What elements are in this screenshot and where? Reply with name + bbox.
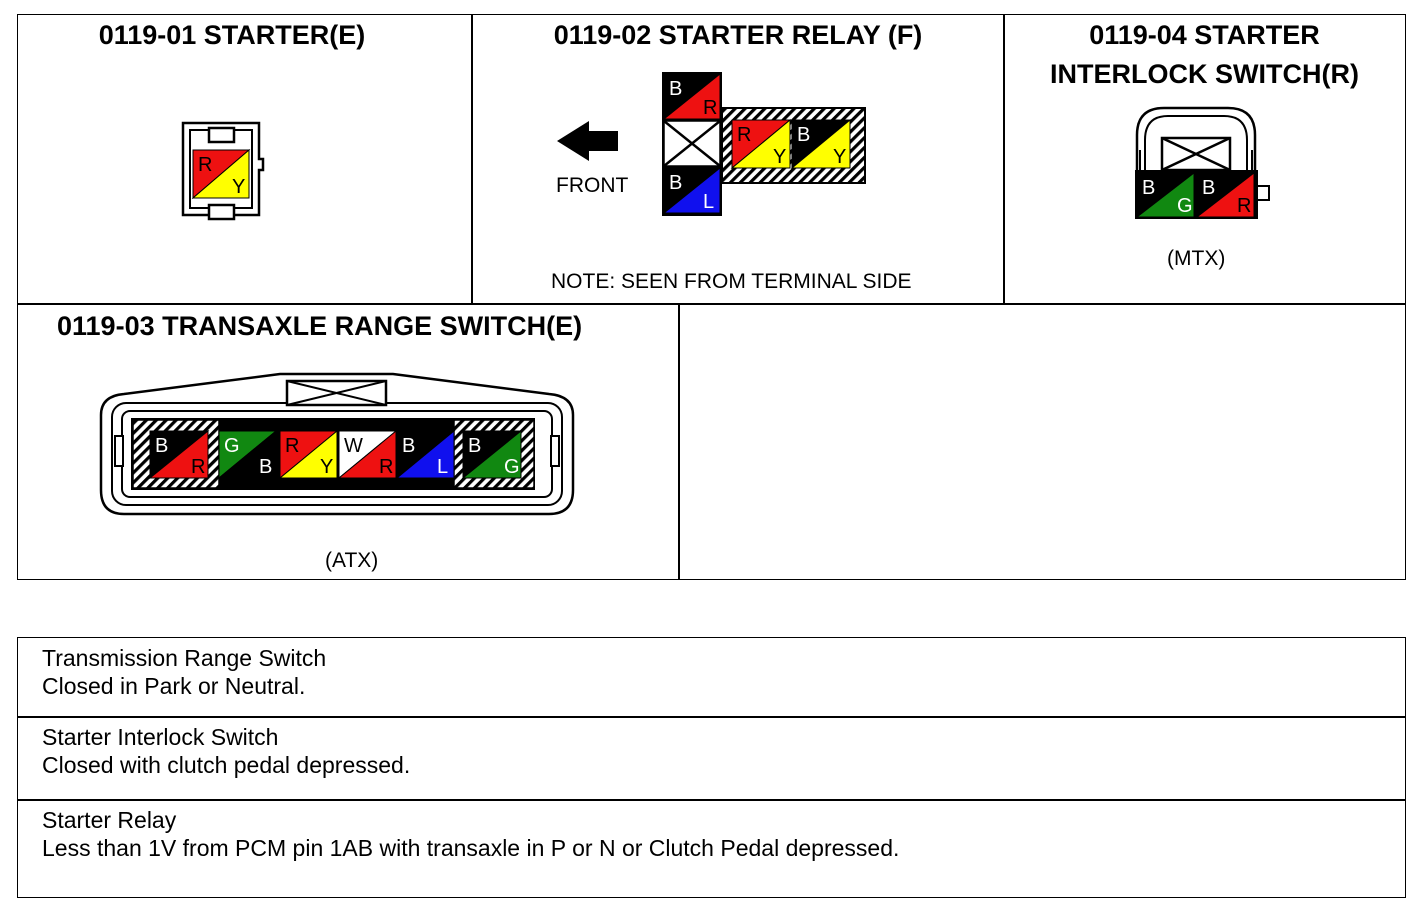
starter-connector: RY: [181, 121, 265, 221]
terminal-pin: WR: [337, 429, 398, 480]
starter-panel: [17, 14, 473, 305]
note-heading: Transmission Range Switch: [42, 645, 327, 671]
starter-title: 0119-01 STARTER(E): [98, 20, 366, 50]
interlock-side-tab: [1256, 185, 1270, 201]
pin-color-code: W: [344, 435, 363, 457]
interlock-variant-label: (MTX): [1167, 247, 1226, 270]
pin-color-code: R: [737, 124, 751, 146]
pin-color-code: G: [504, 456, 520, 478]
pin-color-code: B: [1142, 177, 1155, 199]
terminal-pin: RY: [730, 118, 792, 170]
terminal-pin: BL: [395, 429, 456, 480]
front-arrow-icon: [557, 121, 618, 161]
note-detail: Closed with clutch pedal depressed.: [42, 752, 411, 778]
pin-color-code: B: [259, 456, 272, 478]
terminal-pin: RY: [191, 148, 251, 200]
pin-color-code: R: [198, 154, 212, 176]
pin-color-code: Y: [833, 146, 846, 168]
terminal-pin: [663, 120, 721, 167]
pin-color-code: B: [669, 172, 682, 194]
interlock-title-line2: INTERLOCK SWITCH(R): [1050, 59, 1359, 89]
range-title: 0119-03 TRANSAXLE RANGE SWITCH(E): [57, 311, 583, 341]
pin-color-code: B: [797, 124, 810, 146]
note-heading: Starter Interlock Switch: [42, 724, 279, 750]
starter-latch: [207, 126, 236, 144]
pin-color-code: B: [155, 435, 168, 457]
relay-panel: [471, 14, 1005, 305]
terminal-pin: BL: [662, 166, 722, 215]
note-row-starter-relay: Starter Relay Less than 1V from PCM pin …: [17, 799, 1406, 898]
pin-color-code: B: [669, 78, 682, 100]
note-detail: Less than 1V from PCM pin 1AB with trans…: [42, 835, 900, 861]
pin-color-code: Y: [320, 456, 333, 478]
note-detail: Closed in Park or Neutral.: [42, 673, 306, 699]
terminal-pin: BG: [1135, 171, 1196, 219]
terminal-pin: BY: [790, 118, 852, 170]
pin-color-code: R: [379, 456, 393, 478]
terminal-pin: GB: [217, 429, 278, 480]
pin-color-code: G: [1177, 195, 1193, 217]
empty-panel: [678, 303, 1406, 580]
note-heading: Starter Relay: [42, 807, 177, 833]
terminal-pin: RY: [278, 429, 339, 480]
relay-title: 0119-02 STARTER RELAY (F): [553, 20, 923, 50]
pin-color-code: B: [402, 435, 415, 457]
note-row-interlock-switch: Starter Interlock Switch Closed with clu…: [17, 716, 1406, 801]
range-variant-label: (ATX): [325, 549, 379, 572]
pin-color-code: R: [285, 435, 299, 457]
note-row-range-switch: Transmission Range Switch Closed in Park…: [17, 637, 1406, 718]
pin-color-code: Y: [773, 146, 786, 168]
relay-note: NOTE: SEEN FROM TERMINAL SIDE: [551, 270, 912, 293]
pin-color-code: L: [437, 456, 448, 478]
interlock-panel: [1003, 14, 1406, 305]
pin-color-code: R: [703, 97, 717, 119]
terminal-pin: BG: [461, 429, 523, 480]
terminal-pin: BR: [662, 72, 722, 121]
pin-color-code: L: [703, 191, 714, 213]
pin-color-code: R: [191, 456, 205, 478]
range-panel: [17, 303, 680, 580]
front-label: FRONT: [556, 174, 629, 197]
starter-key: [207, 203, 236, 221]
terminal-pin: BR: [148, 429, 210, 480]
pin-color-code: Y: [232, 176, 245, 198]
pin-color-code: B: [1202, 177, 1215, 199]
interlock-title-line1: 0119-04 STARTER: [1089, 20, 1320, 50]
pin-color-code: R: [1237, 195, 1251, 217]
pin-color-code: B: [468, 435, 481, 457]
terminal-pin: BR: [1195, 171, 1256, 219]
pin-color-code: G: [224, 435, 240, 457]
